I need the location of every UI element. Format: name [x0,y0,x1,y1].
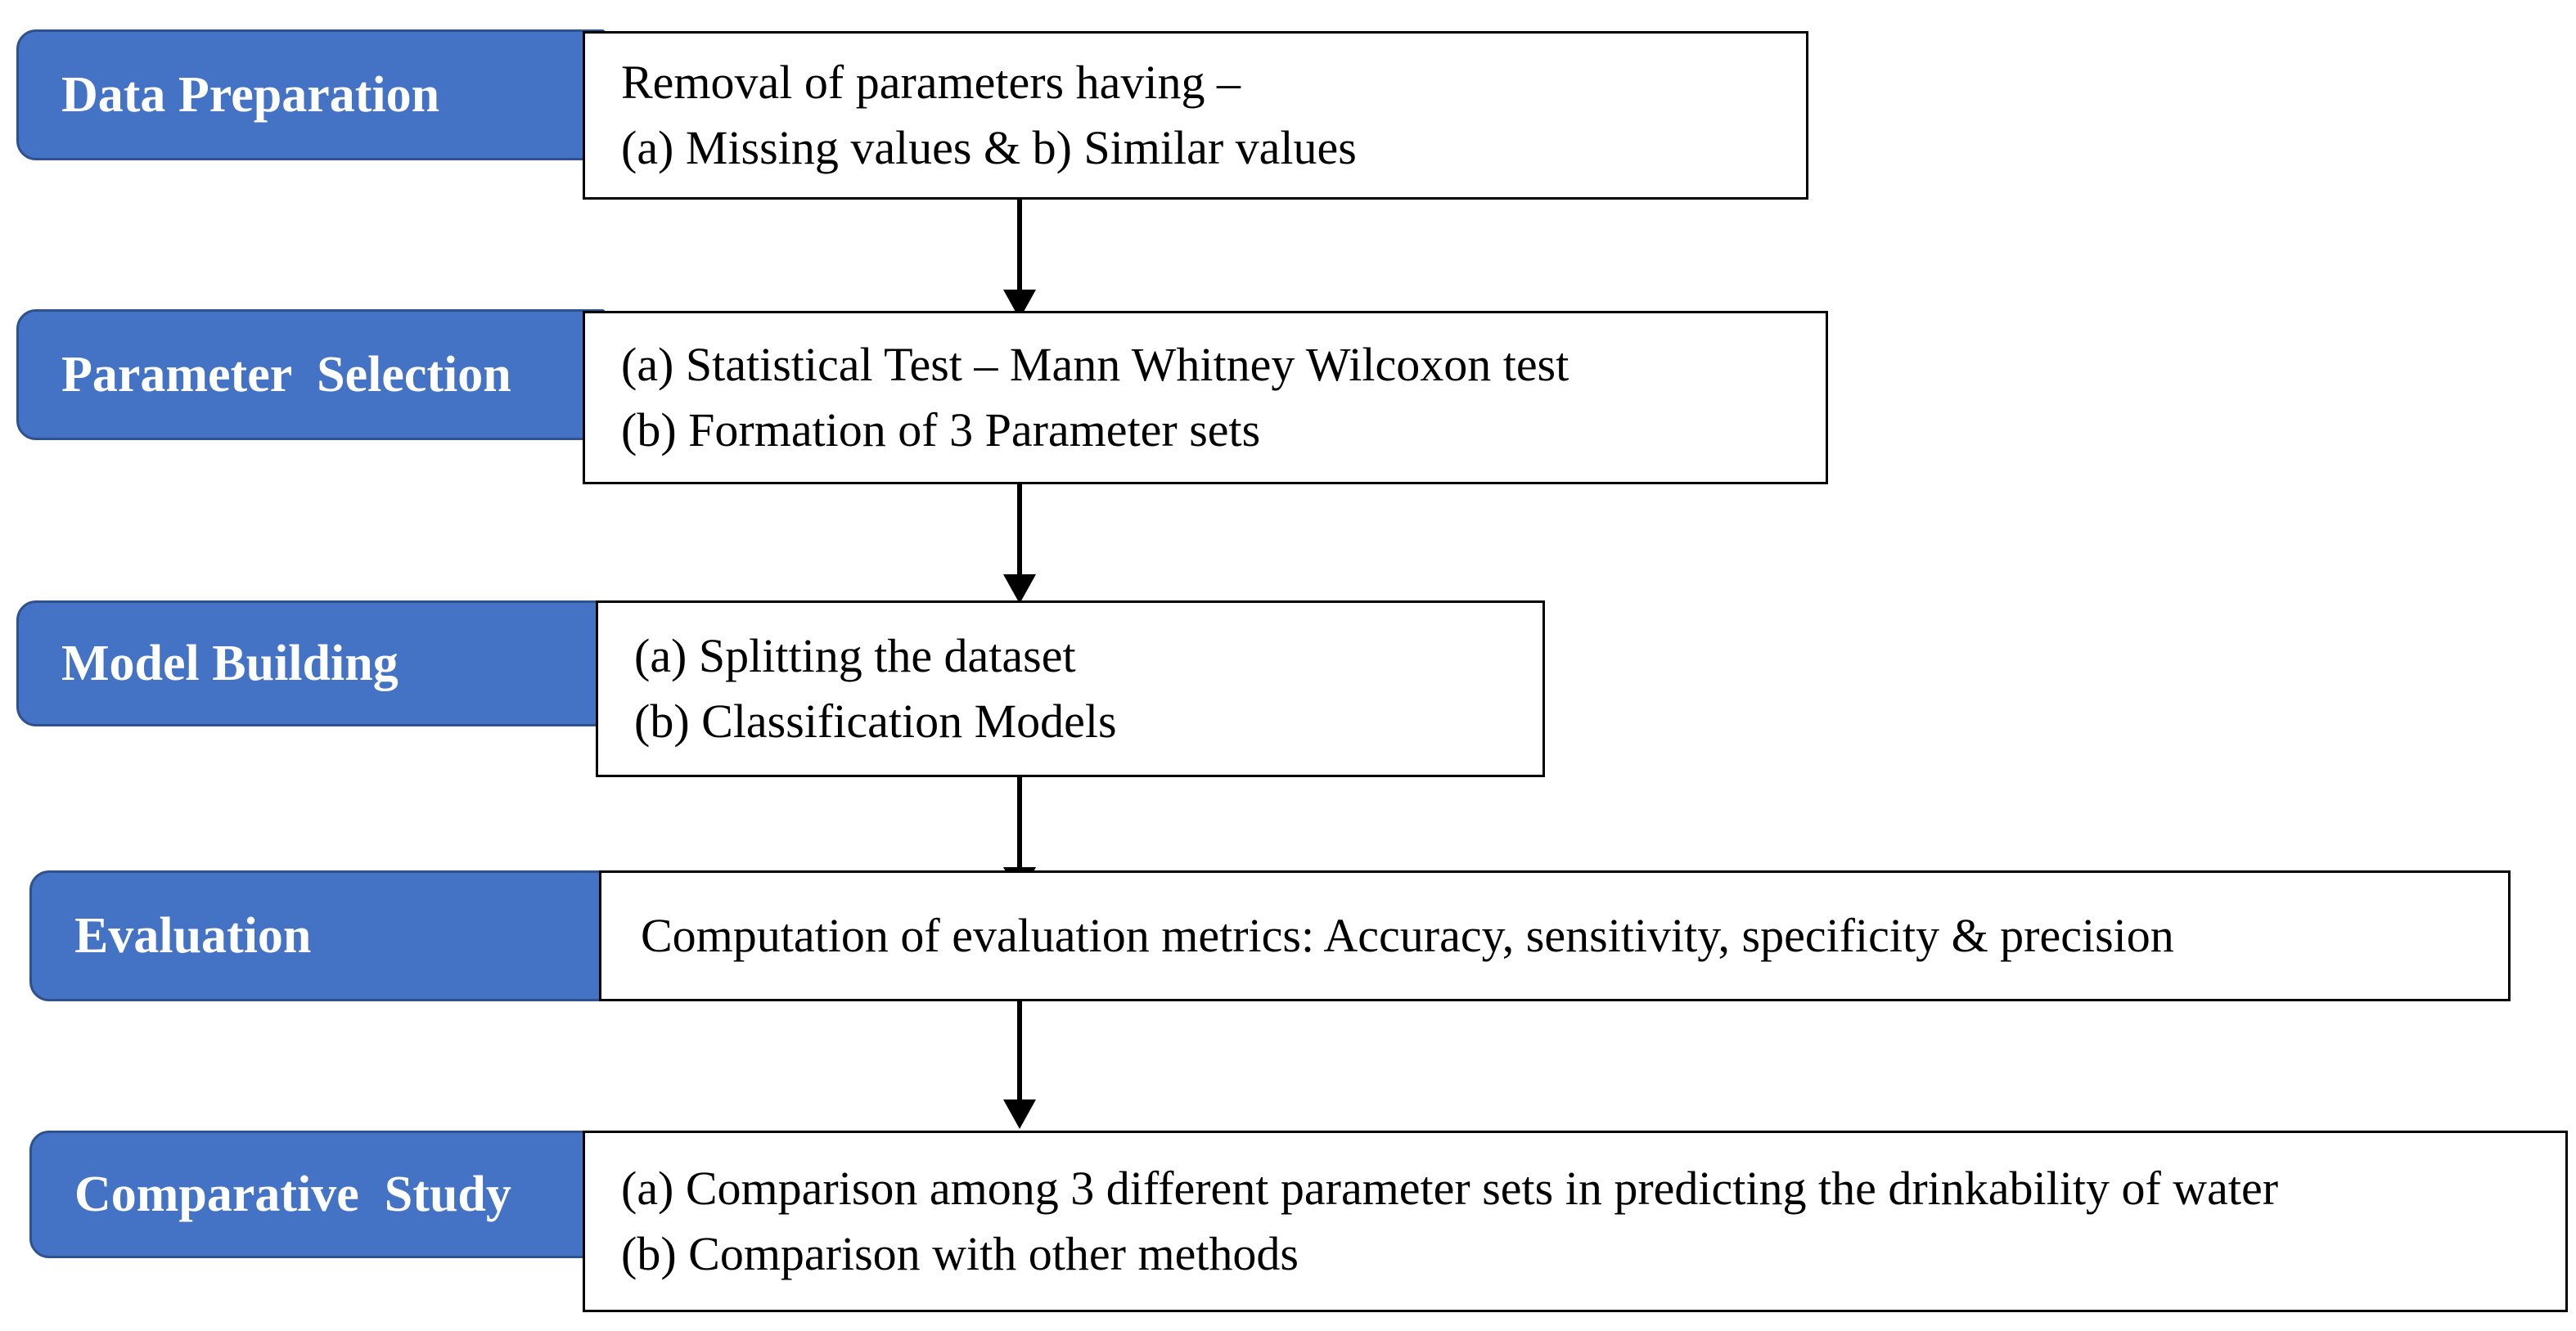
stage-label-comparative-study: Comparative Study [29,1131,612,1258]
stage-box-line: Removal of parameters having – [621,56,1241,109]
stage-box-line: (a) Splitting the dataset [634,629,1076,682]
stage-box-line: Computation of evaluation metrics: Accur… [641,909,2174,962]
stage-box-evaluation: Computation of evaluation metrics: Accur… [599,870,2511,1001]
stage-box-comparative-study: (a) Comparison among 3 different paramet… [583,1131,2568,1312]
stage-box-line: (a) Comparison among 3 different paramet… [621,1162,2279,1215]
stage-box-data-preparation: Removal of parameters having – (a) Missi… [583,31,1808,200]
stage-label-text: Parameter Selection [61,346,511,402]
stage-label-model-building: Model Building [16,600,614,726]
flow-arrow [1003,200,1036,319]
stage-label-text: Comparative Study [74,1166,511,1222]
stage-label-text: Model Building [61,635,399,691]
stage-box-line: (a) Missing values & b) Similar values [621,121,1357,174]
stage-label-text: Evaluation [74,907,312,964]
stage-label-text: Data Preparation [61,66,440,123]
flow-arrow [1003,484,1036,604]
stage-box-line: (a) Statistical Test – Mann Whitney Wilc… [621,338,1569,391]
stage-box-line: (b) Formation of 3 Parameter sets [621,403,1261,456]
stage-label-parameter-selection: Parameter Selection [16,309,606,440]
stage-label-data-preparation: Data Preparation [16,29,606,160]
stage-box-line: (b) Classification Models [634,695,1117,748]
stage-box-parameter-selection: (a) Statistical Test – Mann Whitney Wilc… [583,311,1828,484]
stage-label-evaluation: Evaluation [29,870,612,1001]
stage-box-line: (b) Comparison with other methods [621,1227,1299,1280]
flow-arrow [1003,1001,1036,1129]
stage-box-model-building: (a) Splitting the dataset (b) Classifica… [596,600,1545,777]
